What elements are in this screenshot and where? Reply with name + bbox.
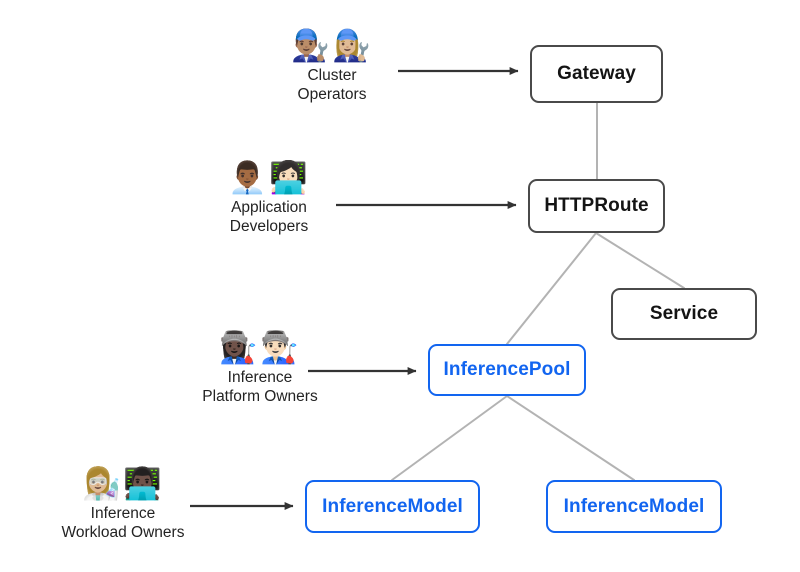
node-pool[interactable]: InferencePool [428,344,586,396]
connector-pool-to-model-left [391,395,508,481]
persona-label: Inference Workload Owners [61,505,185,541]
persona-application-developers: 👨🏾‍💼👩🏻‍💻Application Developers [198,160,340,236]
woman-construction-worker-icon+man-construction-worker-icon: 👩🏿‍🏭👨🏻‍🏭 [219,330,301,366]
node-label: Gateway [557,63,636,84]
man-mechanic-icon+woman-mechanic-icon: 👨🏽‍🔧👩🏼‍🔧 [291,28,373,64]
node-model-right[interactable]: InferenceModel [546,480,722,533]
node-model-left[interactable]: InferenceModel [305,480,480,533]
persona-label: Inference Platform Owners [202,369,318,405]
node-label: InferencePool [443,359,571,380]
persona-label: Cluster Operators [297,67,367,103]
node-label: InferenceModel [563,495,705,517]
node-httproute[interactable]: HTTPRoute [528,179,665,233]
persona-inference-platform-owners: 👩🏿‍🏭👨🏻‍🏭Inference Platform Owners [170,330,350,406]
node-label: Service [649,303,719,324]
woman-scientist-icon+man-technologist-icon: 👩🏼‍🔬👨🏿‍💻 [82,466,164,502]
node-service[interactable]: Service [611,288,757,340]
connector-pool-to-model-right [506,395,635,481]
connector-httproute-to-pool [506,232,597,345]
node-label: HTTPRoute [544,195,649,216]
persona-cluster-operators: 👨🏽‍🔧👩🏼‍🔧Cluster Operators [262,28,402,104]
persona-inference-workload-owners: 👩🏼‍🔬👨🏿‍💻Inference Workload Owners [28,466,218,542]
persona-arrows [190,67,519,510]
connector-httproute-to-service [595,232,685,289]
man-office-worker-icon+woman-technologist-icon: 👨🏾‍💼👩🏻‍💻 [228,160,310,196]
node-label: InferenceModel [322,495,463,517]
node-gateway[interactable]: Gateway [530,45,663,103]
persona-label: Application Developers [229,199,309,235]
